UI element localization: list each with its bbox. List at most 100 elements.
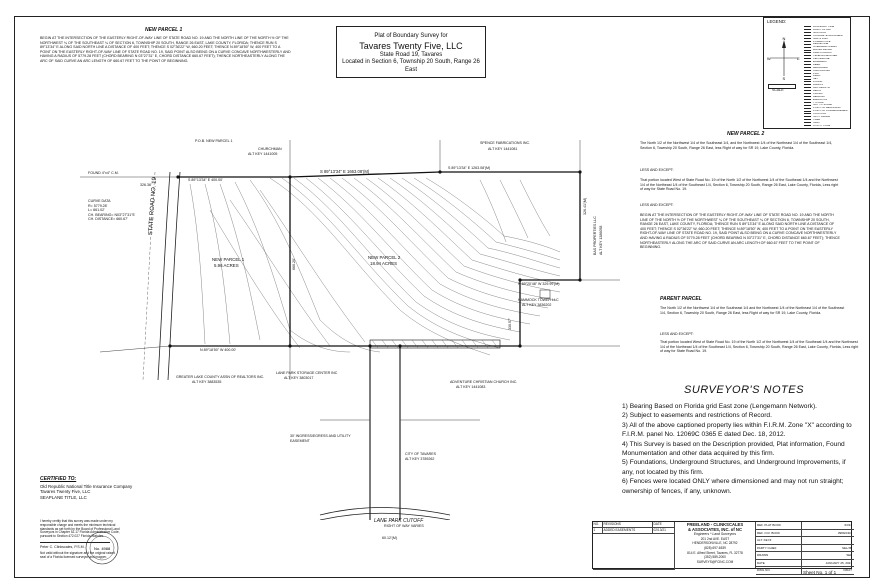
legend-item: SPOT GRADE [804,116,850,119]
field-value [802,537,854,544]
north-bearing-3: S 89°13'34" E 1263.08'(M) [448,166,491,170]
legend-item: POWER POLE [804,41,850,44]
city-key: ALT KEY 3789262 [405,457,435,461]
parcel2-text-2: That portion located West of State Road … [640,178,839,192]
legend-item: FIRE HYDRANT [804,52,850,55]
curve-data: CURVE DATA R= 5779.28' L= 661.02' CH. BE… [88,199,135,222]
legend-item-label: BOUNDARY LINE [813,26,835,28]
legend-item-label: CONTOUR [813,113,827,116]
legend-symbol-icon [804,66,811,69]
parcel1-acres: 5.96 ACRES [214,263,239,268]
legend-item: DELTA [804,90,850,93]
legend-item: EASEMENT [804,61,850,64]
legend-item: FENCE LINE [804,43,850,46]
north-bearing-2: S 89°13'34" E 1663.08'(M) [320,169,370,174]
legend-item: RIGHT OF WAY [804,29,850,32]
legend-symbol-icon [804,90,811,92]
legend-item: WATER METER [804,49,850,52]
lanepark-key: ALT KEY 3803017 [284,376,314,380]
rev-1-date: 02/13/21 [653,528,675,534]
parcel2-south-bearing: N 89°20'48" W 329.99'(M) [518,282,560,286]
scale-bar [768,84,796,89]
legend-item-label: CHORD [813,92,823,95]
legend-item: MEASURED [804,67,850,70]
field-value: JANUARY 25, 2021 [825,560,852,565]
legend-symbol-icon [804,110,811,113]
legend-symbol-icon [804,84,811,86]
note-item: 2) Subject to easements and restrictions… [622,412,772,420]
signature-disclaimer: Not valid without the signature and the … [40,551,115,559]
legend-item-label: DELTA [813,89,821,92]
north-label: N [783,36,786,41]
field-label: REF. PLAT BOOK [756,522,802,529]
legend-item-label: TREE [813,119,820,121]
company-sub: Engineers * Land Surveyors [693,532,737,537]
legend-symbol-icon [804,96,811,98]
parent-heading: PARENT PARCEL [660,296,702,302]
legend-symbol-icon [804,72,811,75]
legend-item-label: NAIL & DISK [813,37,828,40]
legend-symbol-icon [804,125,811,127]
east-label: E [797,56,800,61]
note-item: 3) All of the above captioned property l… [622,421,852,439]
parcel2-acres: 18.94 ACRES [370,261,398,266]
legend-symbol-icon [804,37,811,40]
legend-symbol-icon [804,81,811,83]
legend-item-label: WATER METER [813,49,832,52]
legend-item: BEARING [804,96,850,99]
legend-item-label: FENCE LINE [813,43,829,46]
rev-1: ADDED EASEMENTS [603,528,653,534]
hammock-key: ALT KEY 3836202 [522,303,552,307]
legend-item-label: CONCRETE MONUMENT [813,34,844,37]
note-item: 1) Bearing Based on Florida grid East zo… [622,403,817,410]
lanepark-storage-label: LANE PARK STORAGE CENTER INC [276,371,338,375]
company-addr2: HENDERSONVILLE, NC 28792 [692,541,738,546]
legend-item-label: CENTERLINE [813,57,830,60]
legend-item: IRON ROD [804,32,850,35]
title-line3: State Road 19, Tavares [379,51,443,58]
cutoff-row: RIGHT OF WAY VARIES [384,524,424,528]
legend-item: BOUNDARY LINE [804,26,850,29]
legend-item-label: DEED [813,63,821,66]
city-label: CITY OF TAVARES [405,452,437,456]
rev-blank [593,534,675,570]
legend-item: FOUND [804,81,850,84]
survey-map [80,140,620,520]
north-bearing-1: S 89°13'34" E 400.00' [188,178,223,182]
legend-symbol-icon [804,75,811,78]
legend-item: CENTERLINE [804,58,850,61]
legend-item-label: OVERHEAD WIRES [813,46,837,49]
company-addr1: 201 2nd AVE. EAST [700,536,730,541]
legend-item: POINT OF BEGINNING [804,107,850,110]
parent-text-1: The North 1/2 of the Northwest 1/4 of th… [660,306,845,315]
certified-item: Old Republic National Title Insurance Co… [40,484,133,489]
seal-license: No. 4988 [94,546,111,551]
legend-item: DEED [804,64,850,67]
field-label: PARTY CHIEF [756,544,802,551]
legend-item: SET [804,78,850,81]
parcel1-description: BEGIN AT THE INTERSECTION OF THE EASTERL… [40,36,291,63]
legend-item-label: UTILITY POLE [813,124,831,127]
company-name2: & ASSOCIATES, INC. of NC [688,526,742,532]
legend-symbol-icon [804,98,811,101]
legend-symbol-icon [804,55,811,57]
field-row: DWG NO.F8107 [756,567,854,575]
parcel2-less-2: LESS AND EXCEPT: [640,203,674,207]
dim-326: 326.36' [140,183,152,187]
legend-item-label: TYPICAL [813,101,824,104]
legend-item-label: POINT OF BEGINNING [813,107,841,110]
legend-item-label: FIELD [813,75,821,78]
legend-symbol-icon [804,58,811,60]
rev-date-header: DATE [653,522,675,528]
south-label: S [783,76,786,80]
dim-60: 60.12'(M) [382,536,398,540]
legend-item: ELEVATION [804,99,850,102]
legend-item: OVERHEAD WIRES [804,46,850,49]
note-item: 4) This Survey is based on the Descripti… [622,440,845,458]
legend-symbol-icon [804,107,811,110]
parent-less: LESS AND EXCEPT: [660,332,694,336]
